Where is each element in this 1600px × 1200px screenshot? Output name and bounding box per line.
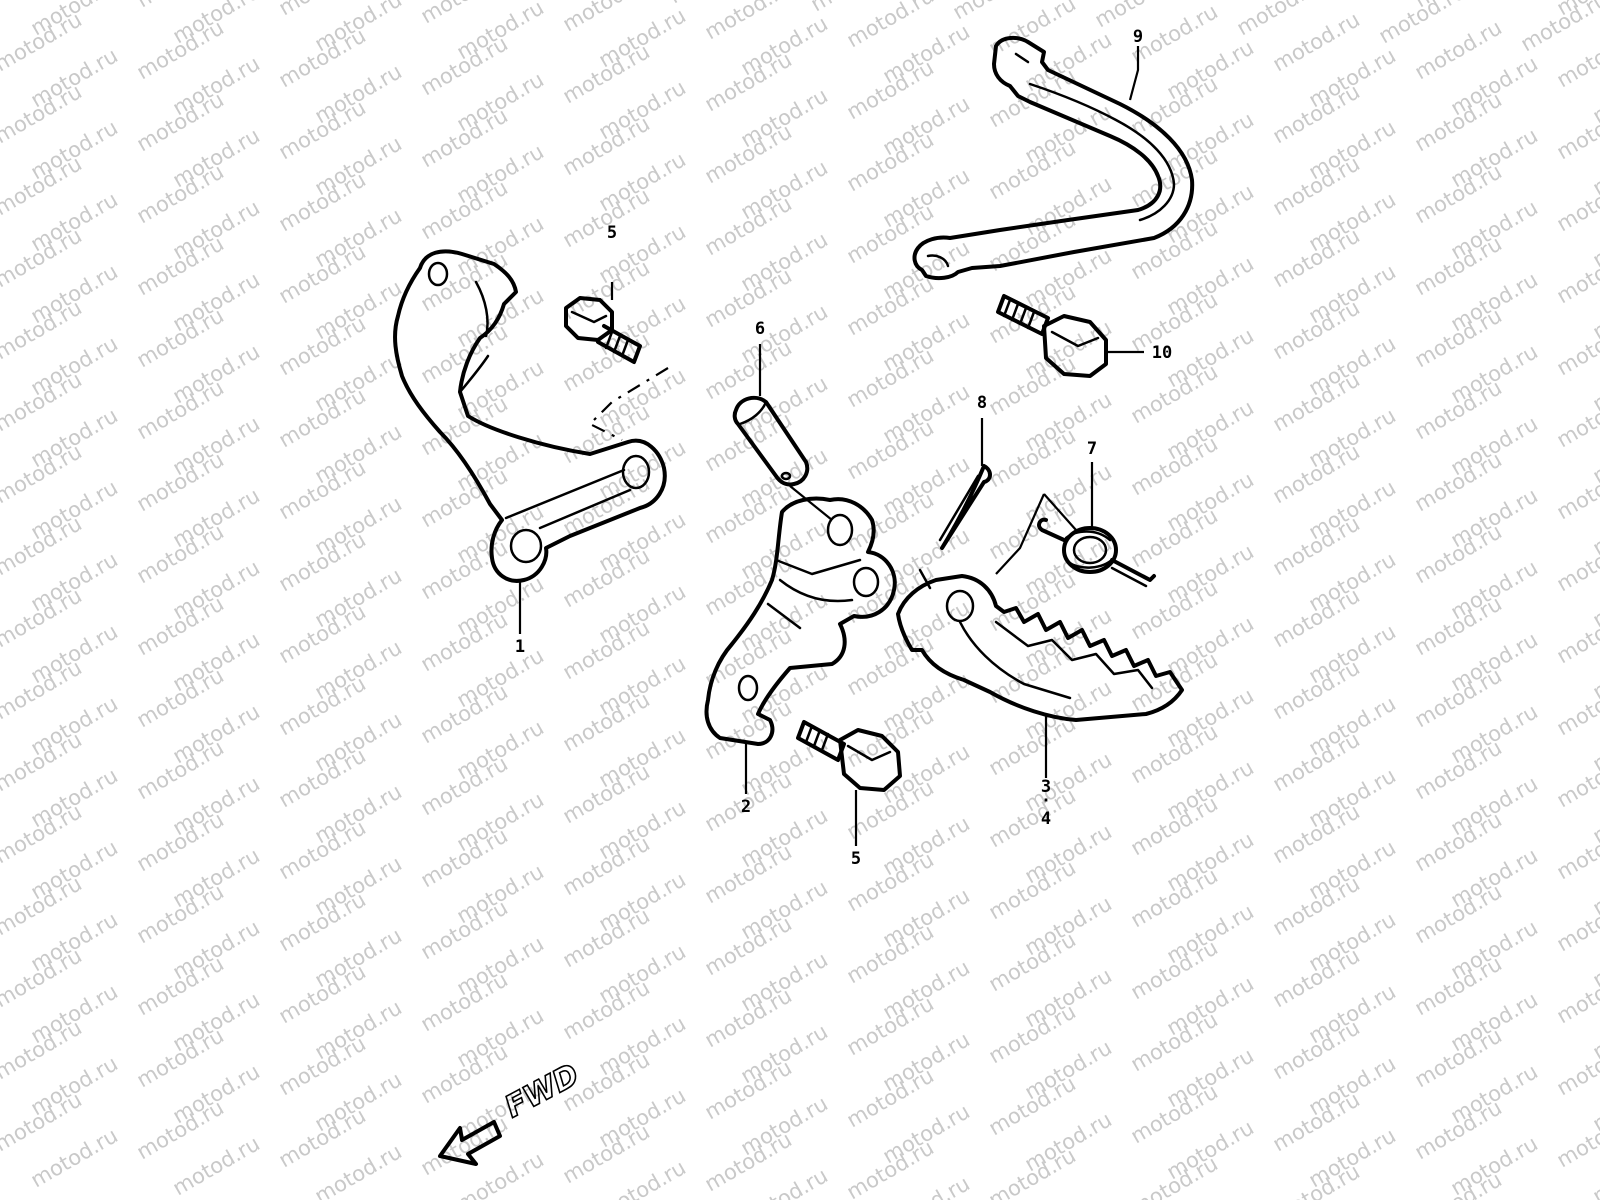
callout-9: 9 — [1133, 27, 1143, 47]
part-8-cotter-pin — [938, 464, 992, 550]
callout-3: 3 — [1041, 777, 1051, 797]
callout-4: 4 — [1041, 809, 1051, 829]
part-5-bolt-lower — [796, 720, 902, 792]
callout-10: 10 — [1152, 343, 1172, 363]
callout-7: 7 — [1087, 439, 1097, 459]
part-9-rod — [912, 35, 1195, 281]
part-6-pin — [732, 395, 810, 487]
part-3-footrest-peg — [896, 568, 1184, 722]
part-2-footrest-holder — [704, 496, 897, 746]
callout-2: 2 — [741, 797, 751, 817]
callout-5-lower: 5 — [851, 849, 861, 869]
part-7-spring — [1037, 517, 1156, 588]
callout-6: 6 — [755, 319, 765, 339]
part-10-bolt — [996, 294, 1108, 378]
part-1-footrest-bracket — [393, 249, 667, 583]
callout-8: 8 — [977, 393, 987, 413]
arrow-left-icon — [438, 1120, 502, 1166]
leader-lines — [518, 46, 1144, 846]
callout-1: 1 — [515, 637, 525, 657]
part-5-bolt-upper — [564, 296, 642, 364]
callouts: 1 2 3 · 4 5 5 6 7 8 9 10 — [515, 27, 1172, 869]
callout-3-4-separator: · — [1041, 791, 1051, 811]
callout-5-upper: 5 — [607, 223, 617, 243]
